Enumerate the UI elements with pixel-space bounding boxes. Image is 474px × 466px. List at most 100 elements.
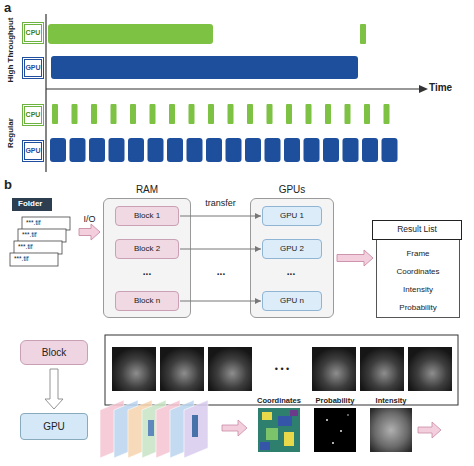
output-label: Probability [316,397,355,405]
gpu-bar [128,138,144,162]
node-text: GPU 2 [280,245,304,254]
gpu-box: GPU n [262,291,322,311]
image-strip [105,335,458,405]
gpu-bar [323,138,339,162]
node-text: GPU [25,147,40,155]
time-axis [46,88,420,89]
cpu-bar [228,104,234,124]
node-text: GPU [25,64,40,72]
panel-letter: a [4,1,11,14]
block-box: Block n [115,291,179,311]
network-layers [100,400,208,458]
connector-arrow [337,250,373,266]
cpu-bar [267,104,273,124]
cpu-bar [150,104,156,124]
high-throughput-bars [48,24,213,44]
output-label: Coordinates [257,397,301,405]
probability-map [340,430,342,432]
gpu-bar [284,138,300,162]
gpu-bar [109,138,125,162]
file-name: ***.tif [22,232,36,239]
file-icons [18,229,66,242]
connector-arrow [180,298,261,304]
coordinates-map [262,412,272,420]
cpu-bar [325,104,331,124]
connector-arrow [79,224,100,240]
node-text: Intensity [403,286,433,295]
flow-arrow [418,422,441,438]
cpu-bar [52,104,58,124]
cpu-bar [364,104,370,124]
result-box: FrameCoordinatesIntensityProbabilityResu… [376,232,460,318]
node-text: Result List [397,225,437,234]
edge-label: transfer [205,199,236,208]
cpu-tag: CPU [22,104,44,126]
file-icons [14,241,62,254]
block-arrow [45,369,63,409]
file-name: ***.tif [18,244,32,251]
coordinates-map [290,410,298,416]
flow-arrow [222,420,247,436]
image-strip [312,347,356,391]
axis-label: Time [429,83,452,93]
ellipsis: ... [143,267,151,277]
node-text: GPU n [280,297,304,306]
cpu-bar [208,104,214,124]
image-strip [105,335,458,405]
arrow-line [180,216,261,217]
cpu-bar [286,104,292,124]
network-layers [192,415,198,437]
gpu-bar [167,138,183,162]
gpu-bar [206,138,222,162]
high-throughput-bars [48,24,366,79]
ellipsis: ... [287,267,295,277]
block-arrow [79,224,100,240]
time-axis [419,85,428,93]
gpu-tag: GPU [22,57,44,79]
row-title: High Throughput [7,18,15,83]
file-icons [10,253,58,266]
coordinates-map [266,428,278,440]
cpu-bar [384,104,390,124]
node-text: Coordinates [396,268,439,277]
coordinates-map [278,416,292,426]
file-name: ***.tif [26,220,40,227]
cpu-bar [306,104,312,124]
cpu-bar [72,104,78,124]
arrow-head [255,246,261,252]
node-text: GPU 1 [280,212,304,221]
high-throughput-bars [360,24,366,44]
gpu-bar [50,138,66,162]
node-text: GPUs [251,184,333,195]
gpu-bar [265,138,281,162]
file-icons [10,217,70,266]
cpu-bar [130,104,136,124]
block-box: Block 2 [115,239,179,259]
row-title: Regular [7,118,15,148]
image-strip [360,347,404,391]
arrow-head [255,298,261,304]
node-text: Frame [406,250,429,259]
time-axis [45,14,46,172]
node-text: Block 1 [134,212,160,221]
result-header: Result List [372,220,462,240]
gpu-bar [304,138,320,162]
node-text: Block 2 [134,245,160,254]
panel-letter: b [4,178,12,191]
cpu-tag: CPU [22,22,44,44]
connector-arrow [45,369,63,409]
node-text: GPU [43,421,65,432]
connector-arrow [180,213,261,219]
node-text: Block [42,347,66,358]
probability-map [326,419,328,421]
gpus-box: GPUsGPU 1GPU 2GPU n [250,198,334,318]
cpu-bar [111,104,117,124]
image-strip [408,347,452,391]
gpu-bar [70,138,86,162]
gpu-bar [343,138,359,162]
gpu-tag: GPU [22,140,44,162]
time-axis [46,14,428,172]
image-strip [208,347,252,391]
node-text: Block n [134,297,160,306]
